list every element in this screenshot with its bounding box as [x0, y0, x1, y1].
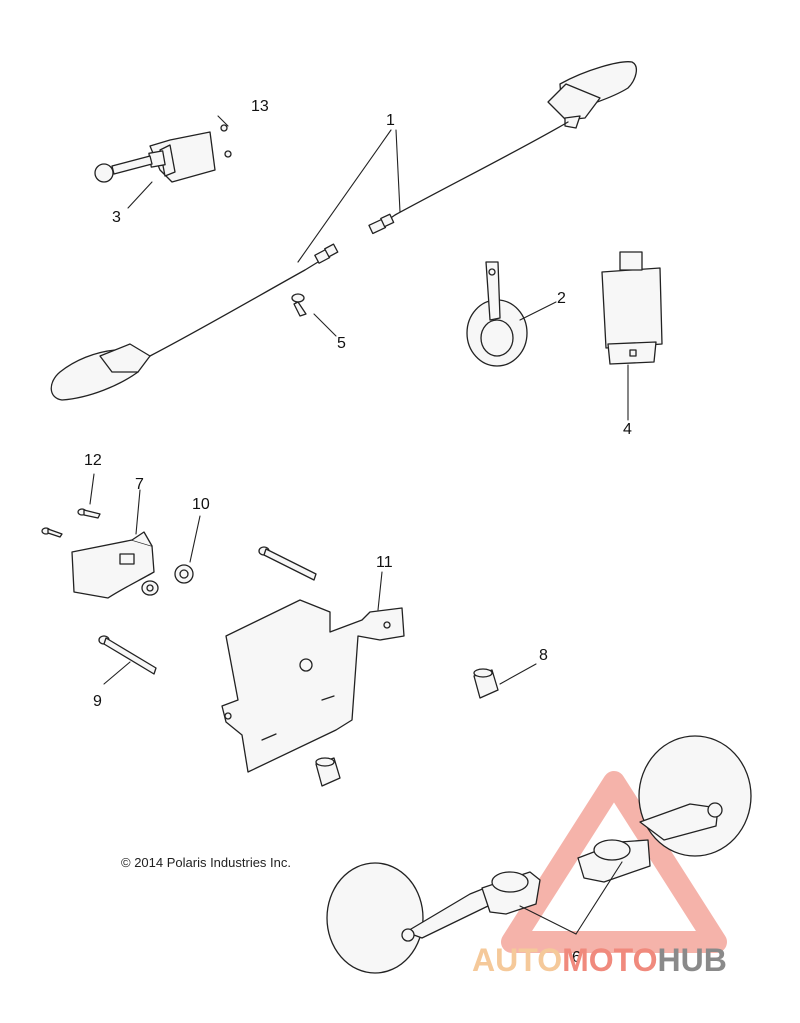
horn [466, 261, 528, 367]
relay [601, 251, 663, 365]
callout-4: 4 [623, 421, 632, 438]
callout-3: 3 [112, 209, 121, 226]
copyright-notice: © 2014 Polaris Industries Inc. [121, 855, 291, 870]
spacer-11 [315, 757, 341, 787]
bolt-long [258, 546, 317, 581]
mirror-left [326, 862, 541, 974]
watermark-logo: AUTOMOTOHUB [472, 944, 727, 976]
callout-11: 11 [376, 554, 393, 571]
callout-2: 2 [557, 290, 566, 307]
callout-6: 6 [572, 949, 581, 966]
mirror-right [577, 735, 752, 883]
watermark-moto: MOTO [562, 942, 658, 978]
bolt-9 [98, 635, 157, 675]
callout-1: 1 [386, 112, 395, 129]
callout-5: 5 [337, 335, 346, 352]
callout-13: 13 [251, 98, 269, 115]
watermark-triangle [501, 771, 727, 953]
screw-5 [291, 293, 307, 317]
switch-lever [94, 131, 216, 183]
watermark-auto: AUTO [472, 942, 563, 978]
connector-left [314, 243, 339, 264]
callout-7: 7 [135, 476, 144, 493]
callout-9: 9 [93, 693, 102, 710]
license-bracket [221, 599, 405, 773]
spacer-8 [473, 668, 499, 699]
relay-bracket [71, 531, 155, 599]
grommet [174, 564, 194, 584]
callout-12: 12 [84, 452, 102, 469]
leader-lines [89, 115, 629, 935]
callout-10: 10 [192, 496, 210, 513]
callout-8: 8 [539, 647, 548, 664]
turn-signal-right-wire [384, 121, 569, 223]
watermark-hub: HUB [657, 942, 727, 978]
turn-signal-left-wire [149, 261, 319, 357]
bushing-small [141, 580, 159, 596]
screw-12 [41, 508, 101, 538]
turn-signal-right [547, 61, 638, 129]
screw-13 [220, 124, 232, 158]
turn-signal-left [50, 343, 151, 401]
connector-right [368, 213, 395, 235]
